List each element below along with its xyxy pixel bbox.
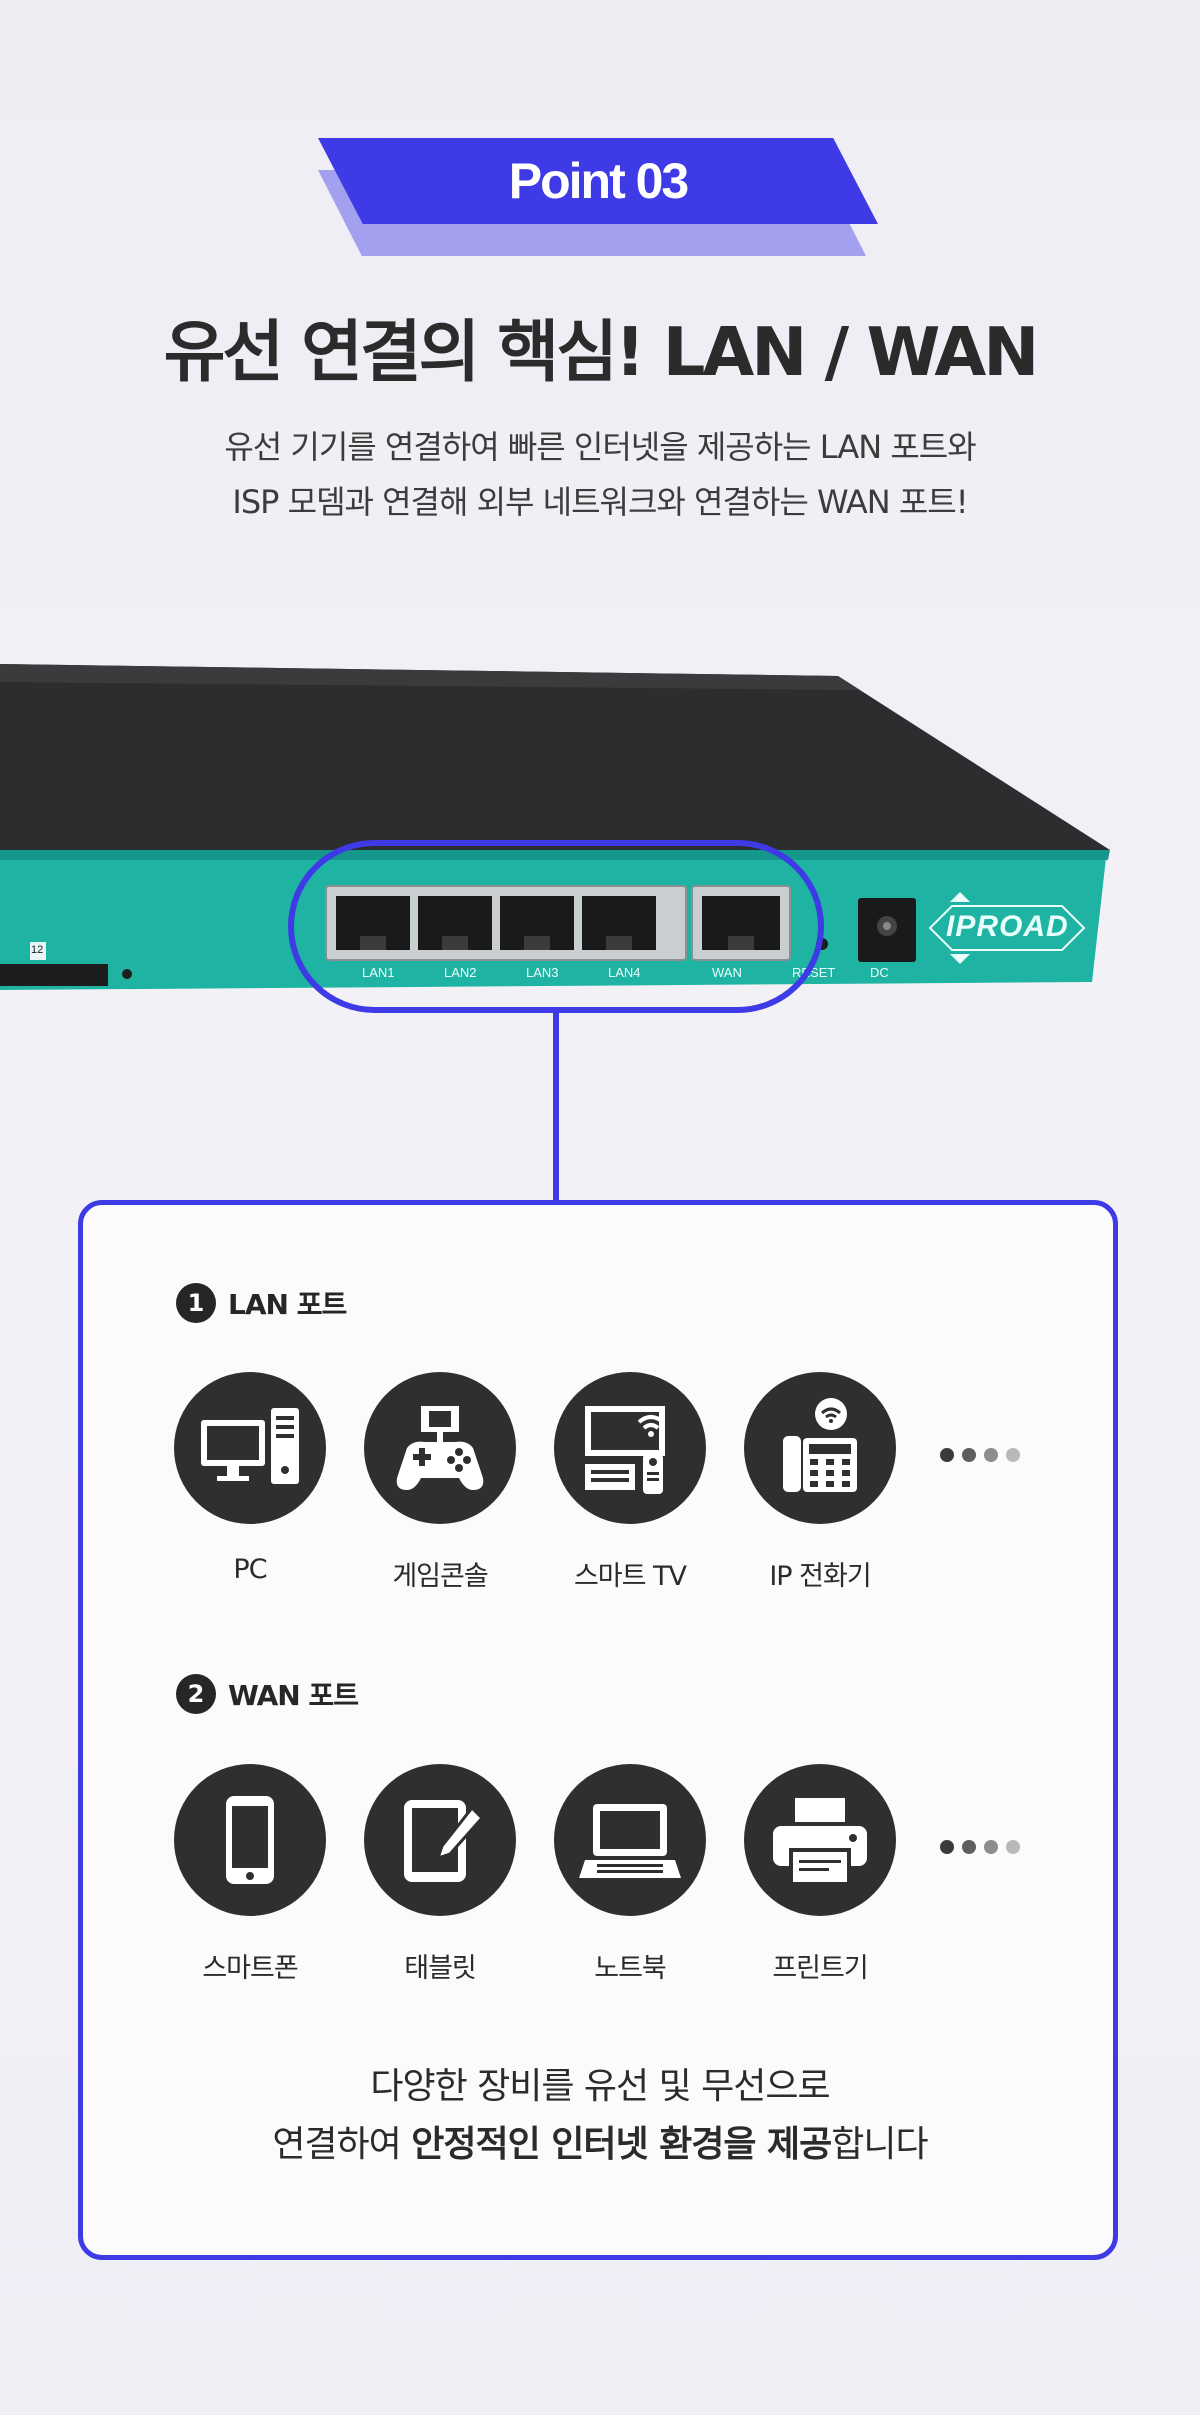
- closing-prefix: 연결하여: [272, 2124, 412, 2165]
- lan-section-label: LAN 포트: [228, 1288, 347, 1321]
- device-label: 스마트 TV: [573, 1561, 687, 1592]
- tablet-icon: [364, 1764, 516, 1916]
- device-label: 프린트기: [772, 1953, 868, 1984]
- more-dots-icon: [940, 1448, 1020, 1462]
- device-label: 스마트폰: [202, 1953, 298, 1984]
- device-pc: PC: [165, 1372, 335, 1585]
- game-console-icon: [364, 1372, 516, 1524]
- smart-tv-icon: [554, 1372, 706, 1524]
- laptop-icon: [554, 1764, 706, 1916]
- closing-suffix: 합니다: [831, 2124, 928, 2165]
- ip-phone-icon: [744, 1372, 896, 1524]
- device-tablet: 태블릿: [355, 1764, 525, 1985]
- device-printer: 프린트기: [735, 1764, 905, 1985]
- device-label: 노트북: [594, 1953, 667, 1984]
- lan-section-title: 1 LAN 포트: [176, 1283, 347, 1323]
- closing-emphasis: 안정적인 인터넷 환경을 제공: [411, 2124, 832, 2165]
- router-image: LAN1 LAN2 LAN3 LAN4 WAN RESET DC 12 IPRO…: [0, 660, 1120, 1000]
- printer-icon: [744, 1764, 896, 1916]
- device-game-console: 게임콘솔: [355, 1372, 525, 1593]
- router-body-graphic: [0, 664, 1110, 990]
- closing-text: 다양한 장비를 유선 및 무선으로 연결하여 안정적인 인터넷 환경을 제공합니…: [0, 2058, 1200, 2174]
- section-number-1: 1: [176, 1283, 216, 1323]
- port-label-lan2: LAN2: [444, 965, 477, 980]
- smartphone-icon: [174, 1764, 326, 1916]
- subtitle-line-1: 유선 기기를 연결하여 빠른 인터넷을 제공하는 LAN 포트와: [224, 428, 976, 466]
- page-title: 유선 연결의 핵심! LAN / WAN: [163, 313, 1040, 391]
- connector-line: [553, 1010, 559, 1203]
- device-smartphone: 스마트폰: [165, 1764, 335, 1985]
- port-highlight-oval: [288, 840, 824, 1013]
- section-number-2: 2: [176, 1674, 216, 1714]
- iproad-logo: IPROAD: [946, 910, 1069, 943]
- closing-line-2: 연결하여 안정적인 인터넷 환경을 제공합니다: [0, 2116, 1200, 2174]
- pc-icon: [174, 1372, 326, 1524]
- port-label-lan4: LAN4: [608, 965, 641, 980]
- device-smart-tv: 스마트 TV: [545, 1372, 715, 1593]
- port-label-wan: WAN: [712, 965, 742, 980]
- badge-text: Point 03: [508, 153, 689, 209]
- point-badge: Point 03: [318, 138, 878, 256]
- device-laptop: 노트북: [545, 1764, 715, 1985]
- port-label-dc: DC: [870, 965, 889, 980]
- device-label: 게임콘솔: [392, 1561, 488, 1592]
- device-label: IP 전화기: [769, 1561, 871, 1592]
- badge-banner: Point 03: [318, 138, 878, 224]
- more-dots-icon: [940, 1840, 1020, 1854]
- side-label: 12: [31, 944, 44, 956]
- port-label-lan3: LAN3: [526, 965, 559, 980]
- wan-section-label: WAN 포트: [228, 1679, 359, 1712]
- subtitle: 유선 기기를 연결하여 빠른 인터넷을 제공하는 LAN 포트와 ISP 모뎀과…: [0, 420, 1200, 530]
- device-label: 태블릿: [404, 1953, 477, 1984]
- device-ip-phone: IP 전화기: [735, 1372, 905, 1593]
- device-label: PC: [233, 1554, 267, 1585]
- closing-line-1: 다양한 장비를 유선 및 무선으로: [370, 2066, 830, 2107]
- subtitle-line-2: ISP 모뎀과 연결해 외부 네트워크와 연결하는 WAN 포트!: [232, 483, 968, 521]
- wan-section-title: 2 WAN 포트: [176, 1674, 359, 1714]
